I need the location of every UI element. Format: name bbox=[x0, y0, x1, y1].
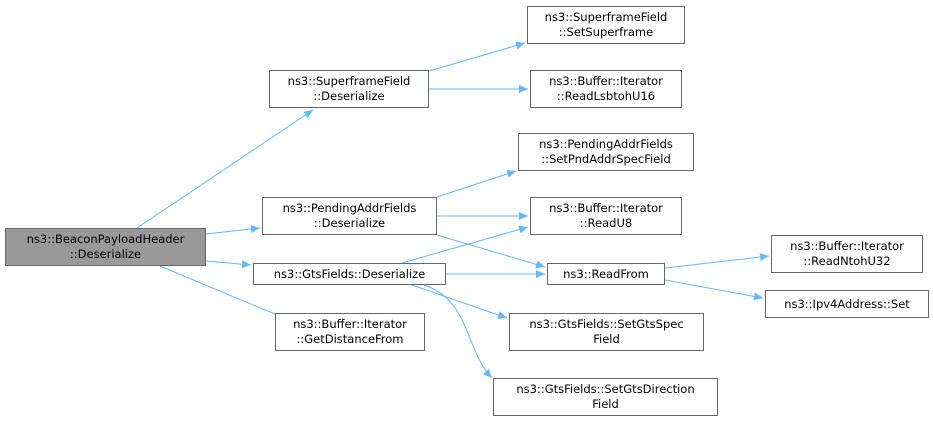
call-edges bbox=[136, 41, 770, 379]
node-read-ntoh-u32[interactable]: ns3::Buffer::Iterator ::ReadNtohU32 bbox=[771, 235, 923, 273]
node-pending-set-spec[interactable]: ns3::PendingAddrFields ::SetPndAddrSpecF… bbox=[518, 133, 694, 171]
node-label: ns3::BeaconPayloadHeader bbox=[26, 232, 185, 246]
edge-pending-deserialize-to-set-spec bbox=[436, 170, 517, 198]
node-label: ns3::PendingAddrFields bbox=[539, 137, 673, 151]
node-get-distance-from[interactable]: ns3::Buffer::Iterator ::GetDistanceFrom bbox=[275, 313, 425, 351]
node-label: Field bbox=[593, 332, 620, 346]
node-ipv4-set[interactable]: ns3::Ipv4Address::Set bbox=[765, 290, 929, 318]
node-label: ns3::GtsFields::Deserialize bbox=[273, 266, 426, 281]
node-label: ::ReadLsbtohU16 bbox=[556, 89, 656, 103]
node-read-u8[interactable]: ns3::Buffer::Iterator ::ReadU8 bbox=[530, 197, 682, 235]
edge-gts-deserialize-to-set-direction bbox=[423, 284, 493, 379]
node-read-lsbtoh-u16[interactable]: ns3::Buffer::Iterator ::ReadLsbtohU16 bbox=[530, 70, 682, 108]
node-gts-set-spec[interactable]: ns3::GtsFields::SetGtsSpec Field bbox=[509, 313, 704, 351]
node-label: ns3::GtsFields::SetGtsDirection bbox=[516, 382, 695, 396]
node-label: ::ReadNtohU32 bbox=[803, 254, 891, 268]
node-gts-deserialize[interactable]: ns3::GtsFields::Deserialize bbox=[253, 263, 446, 285]
node-label: ::Deserialize bbox=[313, 216, 386, 230]
node-label: ns3::PendingAddrFields bbox=[282, 201, 417, 215]
node-label: ns3::ReadFrom bbox=[563, 266, 649, 281]
node-superframe-set[interactable]: ns3::SuperframeField ::SetSuperframe bbox=[527, 6, 685, 44]
node-label: ns3::SuperframeField bbox=[544, 10, 668, 24]
node-label: ::ReadU8 bbox=[579, 216, 633, 230]
edge-pending-deserialize-to-read-from bbox=[436, 234, 546, 269]
node-label: ::GetDistanceFrom bbox=[296, 332, 404, 346]
node-label: ns3::Buffer::Iterator bbox=[549, 201, 663, 215]
node-label: ::SetSuperframe bbox=[558, 25, 654, 39]
node-label: ns3::Ipv4Address::Set bbox=[784, 296, 910, 311]
node-label: ns3::Buffer::Iterator bbox=[293, 317, 407, 331]
node-superframe-deserialize[interactable]: ns3::SuperframeField ::Deserialize bbox=[269, 70, 429, 108]
edge-read-from-to-read-ntoh-u32 bbox=[664, 253, 770, 269]
node-label: ::Deserialize bbox=[69, 247, 142, 261]
edge-gts-deserialize-to-read-u8 bbox=[401, 225, 529, 264]
node-label: ns3::Buffer::Iterator bbox=[549, 74, 663, 88]
node-label: Field bbox=[592, 397, 619, 411]
node-label: ns3::GtsFields::SetGtsSpec bbox=[529, 317, 684, 331]
edge-superframe-deserialize-to-set bbox=[428, 41, 526, 72]
edge-read-from-to-ipv4-set bbox=[664, 279, 764, 301]
edge-root-to-get-distance-from bbox=[159, 265, 290, 321]
node-label: ::SetPndAddrSpecField bbox=[541, 152, 671, 166]
node-gts-set-direction[interactable]: ns3::GtsFields::SetGtsDirection Field bbox=[493, 378, 718, 416]
edge-root-to-gts-deserialize bbox=[205, 260, 252, 269]
node-label: ns3::Buffer::Iterator bbox=[790, 239, 904, 253]
node-read-from[interactable]: ns3::ReadFrom bbox=[547, 263, 665, 285]
node-label: ::Deserialize bbox=[313, 89, 385, 103]
node-root: ns3::BeaconPayloadHeader ::Deserialize bbox=[5, 228, 206, 266]
edge-gts-deserialize-to-set-spec bbox=[411, 284, 508, 319]
edge-root-to-pending-deserialize bbox=[205, 225, 261, 235]
edge-root-to-superframe-deserialize bbox=[136, 109, 314, 229]
node-label: ns3::SuperframeField bbox=[287, 74, 411, 88]
node-pending-deserialize[interactable]: ns3::PendingAddrFields ::Deserialize bbox=[262, 197, 437, 235]
